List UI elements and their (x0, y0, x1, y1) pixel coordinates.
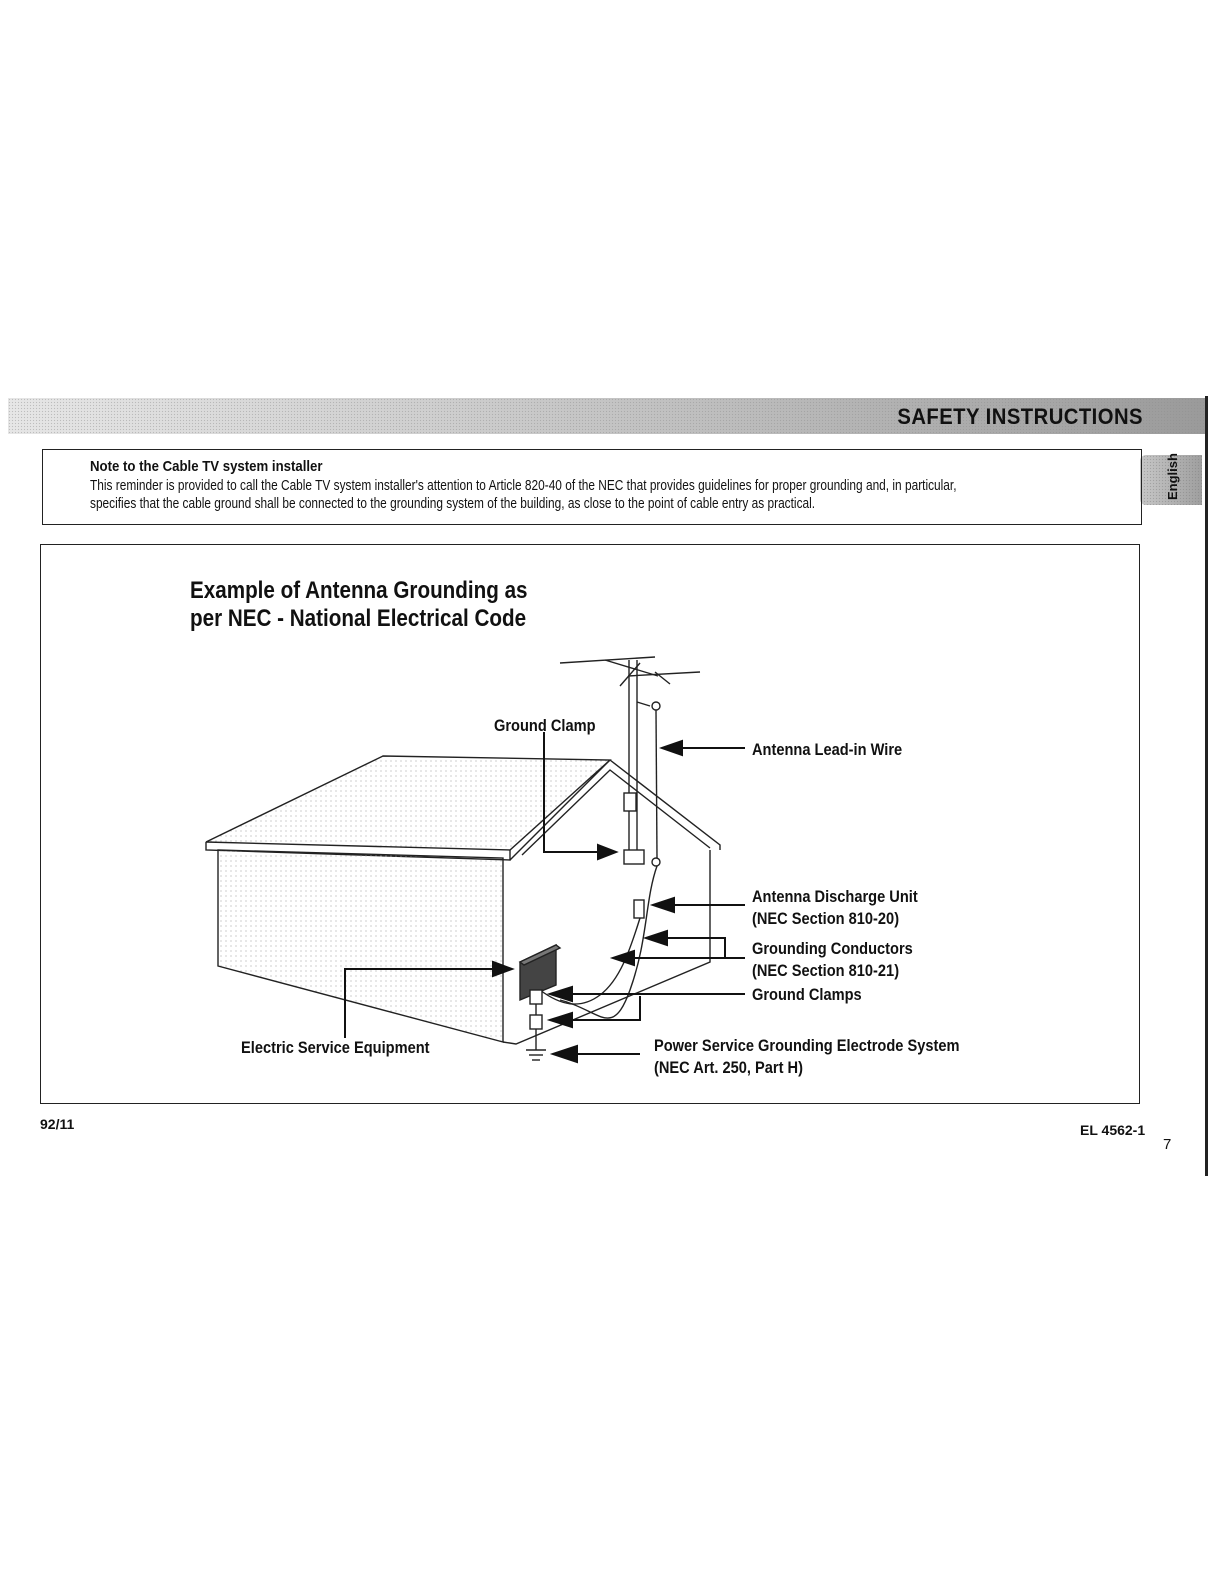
language-tab[interactable] (1140, 455, 1202, 505)
label-antenna-lead-in-wire: Antenna Lead-in Wire (752, 740, 903, 759)
figure-box (40, 544, 1140, 1104)
discharge-unit-icon (633, 899, 645, 919)
language-tab-label: English (1165, 453, 1180, 500)
arrow-icon (642, 929, 668, 947)
page-number: 7 (1163, 1136, 1172, 1153)
label-ground-clamps: Ground Clamps (752, 985, 862, 1004)
figure-title-line-2: per NEC - National Electrical Code (190, 605, 527, 632)
header-band (8, 398, 1208, 434)
arrow-icon (546, 985, 573, 1003)
label-grounding-conductors: Grounding Conductors (752, 939, 913, 958)
arrow-icon (649, 896, 675, 914)
label-ground-clamp: Ground Clamp (494, 716, 596, 735)
footer-right-code: EL 4562-1 (1080, 1122, 1146, 1138)
right-edge-rule (1205, 396, 1208, 1176)
section-title: SAFETY INSTRUCTIONS (897, 404, 1143, 429)
label-discharge-unit-ref: (NEC Section 810-20) (752, 909, 900, 928)
note-line-2: specifies that the cable ground shall be… (90, 496, 816, 512)
house-icon (205, 755, 721, 1045)
arrow-icon (492, 960, 515, 978)
antenna-icon (559, 656, 701, 860)
arrow-icon (658, 739, 683, 757)
label-power-service-grounding: Power Service Grounding Electrode System (654, 1036, 960, 1055)
arrow-icon (549, 1044, 578, 1064)
ground-clamp-icon (623, 792, 637, 812)
label-antenna-discharge-unit: Antenna Discharge Unit (752, 887, 918, 906)
figure-title-line-1: Example of Antenna Grounding as (190, 577, 528, 604)
installer-note-box (42, 449, 1142, 525)
label-power-service-ref: (NEC Art. 250, Part H) (654, 1058, 803, 1077)
footer-left-code: 92/11 (40, 1116, 75, 1132)
note-line-1: This reminder is provided to call the Ca… (90, 478, 957, 494)
arrow-icon (609, 949, 635, 967)
label-grounding-conductors-ref: (NEC Section 810-21) (752, 961, 900, 980)
arrow-icon (597, 843, 619, 861)
arrow-icon (546, 1011, 573, 1029)
label-electric-service-equipment: Electric Service Equipment (241, 1038, 430, 1057)
note-title: Note to the Cable TV system installer (90, 458, 323, 475)
ground-symbol-icon (526, 1049, 546, 1061)
